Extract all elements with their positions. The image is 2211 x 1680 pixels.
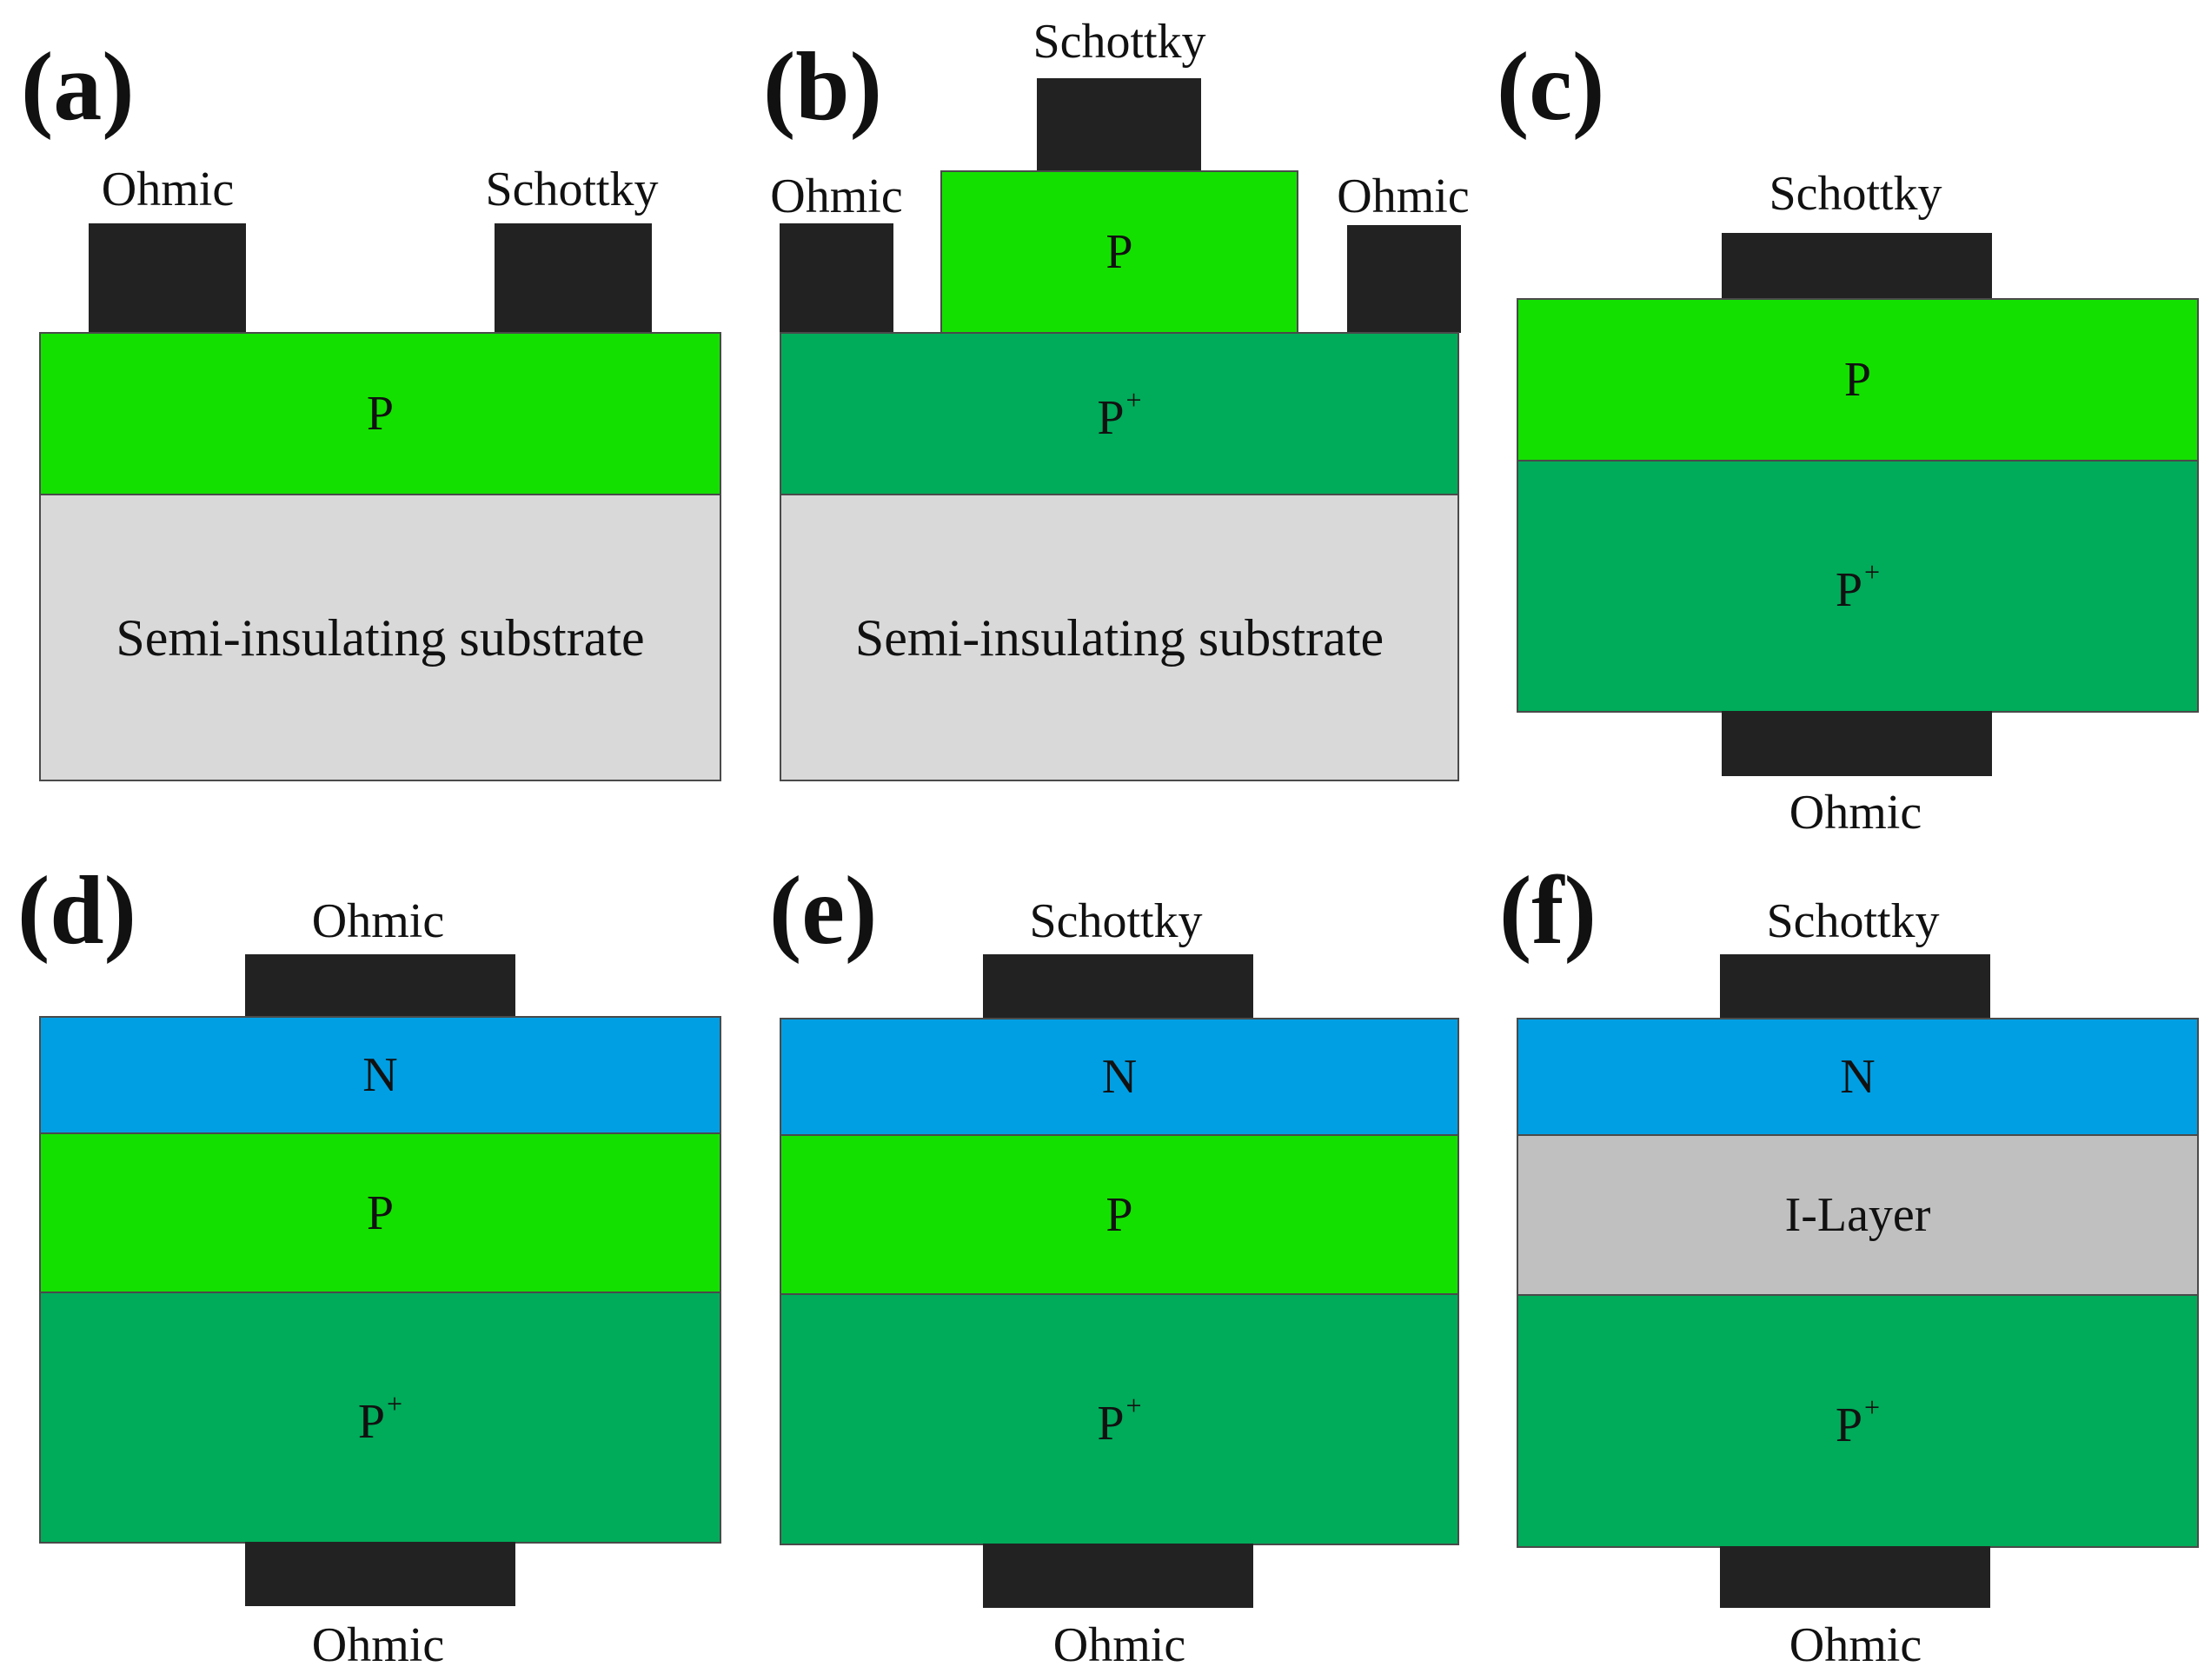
n-layer-label: N (1840, 1050, 1876, 1104)
n-layer-label: N (362, 1048, 398, 1102)
schottky-contact (1722, 233, 1992, 300)
p-layer: P (39, 1132, 721, 1293)
ohmic-contact-right (1347, 225, 1461, 333)
ohmic-contact-label: Ohmic (1052, 1618, 1186, 1672)
ohmic-contact-right-label: Ohmic (1337, 169, 1470, 223)
n-layer: N (780, 1018, 1459, 1136)
schottky-contact-label: Schottky (1766, 894, 1940, 948)
p-layer-label: P (366, 1185, 395, 1240)
ohmic-contact (1722, 711, 1992, 776)
p-mesa-label: P (1106, 225, 1133, 279)
schottky-contact-label: Schottky (485, 163, 659, 216)
panel-label-f: (f) (1499, 857, 1597, 965)
panel-label-b: (b) (763, 33, 882, 141)
n-layer: N (1517, 1018, 2199, 1136)
semi-insulating-substrate: Semi-insulating substrate (39, 494, 721, 781)
ohmic-contact (1720, 1546, 1990, 1608)
schottky-contact-label: Schottky (1029, 894, 1203, 948)
p-layer-label: P (1106, 1187, 1133, 1242)
p-plus-layer: P+ (1517, 460, 2199, 713)
i-layer-label: I-Layer (1784, 1188, 1931, 1242)
p-plus-label: P+ (1097, 1389, 1142, 1451)
panel-label-e: (e) (769, 857, 878, 965)
p-layer: P (780, 1134, 1459, 1295)
schottky-contact (1037, 78, 1201, 172)
p-mesa-layer: P (940, 170, 1298, 334)
n-layer: N (39, 1016, 721, 1134)
schottky-contact (1720, 954, 1990, 1019)
p-plus-layer: P+ (780, 1293, 1459, 1545)
ohmic-contact-top-label: Ohmic (311, 894, 445, 948)
schottky-contact-label: Schottky (1769, 167, 1942, 221)
schottky-contact-label: Schottky (1032, 15, 1206, 69)
p-plus-layer: P+ (39, 1292, 721, 1544)
p-plus-label: P+ (1097, 383, 1142, 445)
p-layer: P (39, 332, 721, 495)
ohmic-contact-left (780, 223, 893, 333)
i-layer: I-Layer (1517, 1134, 2199, 1296)
ohmic-contact-label: Ohmic (1789, 1618, 1922, 1672)
ohmic-contact (983, 1544, 1253, 1608)
panel-label-a: (a) (21, 33, 135, 141)
ohmic-contact (89, 223, 246, 333)
semi-insulating-substrate: Semi-insulating substrate (780, 494, 1459, 781)
schottky-contact (495, 223, 652, 333)
panel-label-c: (c) (1497, 33, 1605, 141)
ohmic-contact-top (245, 954, 515, 1018)
ohmic-contact-label: Ohmic (101, 163, 235, 216)
p-plus-label: P+ (357, 1387, 403, 1449)
substrate-label: Semi-insulating substrate (116, 608, 645, 667)
p-plus-layer: P+ (780, 332, 1459, 495)
n-layer-label: N (1101, 1050, 1138, 1104)
ohmic-contact-bottom-label: Ohmic (311, 1618, 445, 1672)
substrate-label: Semi-insulating substrate (854, 608, 1384, 667)
schottky-contact (983, 954, 1253, 1019)
ohmic-contact-left-label: Ohmic (770, 169, 903, 223)
ohmic-contact-bottom (245, 1542, 515, 1606)
p-plus-layer: P+ (1517, 1294, 2199, 1548)
p-plus-label: P+ (1835, 556, 1881, 617)
p-layer: P (1517, 298, 2199, 462)
p-plus-label: P+ (1835, 1391, 1881, 1452)
p-layer-label: P (1843, 353, 1872, 407)
p-layer-label: P (366, 387, 395, 441)
ohmic-contact-label: Ohmic (1789, 786, 1922, 840)
panel-label-d: (d) (17, 857, 136, 965)
